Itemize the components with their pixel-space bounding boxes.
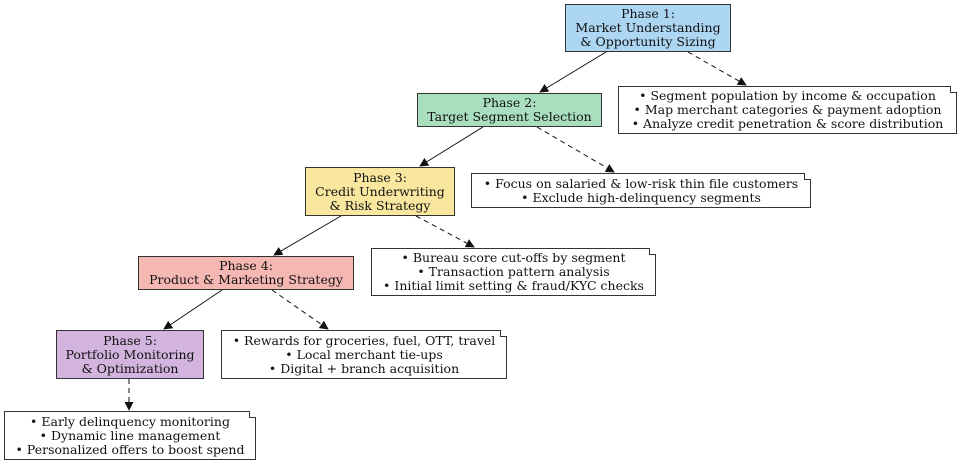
phase-4-node: Phase 4: Product & Marketing Strategy: [138, 256, 354, 290]
note-1-line-2: • Map merchant categories & payment adop…: [633, 102, 942, 117]
note-3-line-2: • Transaction pattern analysis: [417, 264, 610, 279]
note-2: • Focus on salaried & low-risk thin file…: [471, 173, 811, 208]
note-1-line-3: • Analyze credit penetration & score dis…: [631, 116, 944, 131]
arrow-phase4-to-phase5: [163, 289, 223, 330]
phase-2-line-1: Phase 2:: [482, 95, 537, 110]
arrow-phase1-to-note1: [687, 51, 747, 86]
arrow-phase3-to-note3: [415, 215, 475, 248]
note-5-line-2: • Dynamic line management: [39, 427, 221, 443]
phase-4-line-2: Product & Marketing Strategy: [149, 272, 343, 287]
phase-3-node: Phase 3: Credit Underwriting & Risk Stra…: [305, 167, 455, 216]
phase-3-line-2: Credit Underwriting: [315, 183, 445, 199]
phase-4-line-1: Phase 4:: [219, 258, 273, 273]
note-2-line-2: • Exclude high-delinquency segments: [521, 189, 761, 205]
phase-5-line-2: Portfolio Monitoring: [65, 346, 195, 362]
arrow-phase2-to-note2: [536, 126, 615, 173]
phase-2-line-2: Target Segment Selection: [427, 109, 592, 124]
note-3-line-3: • Initial limit setting & fraud/KYC chec…: [383, 278, 644, 293]
note-5-line-1: • Early delinquency monitoring: [30, 413, 230, 429]
phase-1-line-1: Phase 1:: [621, 6, 675, 21]
phase-1-node: Phase 1: Market Understanding & Opportun…: [565, 4, 731, 52]
note-4-line-2: • Local merchant tie-ups: [285, 346, 443, 362]
note-3-line-1: • Bureau score cut-offs by segment: [401, 250, 626, 265]
phase-1-line-2: Market Understanding: [575, 20, 721, 35]
phase-3-line-3: & Risk Strategy: [329, 197, 431, 213]
phase-5-line-3: & Optimization: [81, 360, 179, 376]
note-3: • Bureau score cut-offs by segment • Tra…: [371, 248, 656, 296]
note-2-line-1: • Focus on salaried & low-risk thin file…: [483, 175, 799, 191]
arrow-phase1-to-phase2: [539, 51, 607, 93]
phase-2-node: Phase 2: Target Segment Selection: [417, 93, 602, 127]
phase-1-line-3: & Opportunity Sizing: [580, 34, 716, 49]
arrow-phase2-to-phase3: [419, 126, 484, 167]
phase-3-line-1: Phase 3:: [353, 169, 407, 185]
note-1-line-1: • Segment population by income & occupat…: [639, 88, 936, 103]
note-4: • Rewards for groceries, fuel, OTT, trav…: [221, 330, 507, 379]
note-5-line-3: • Personalized offers to boost spend: [15, 441, 245, 457]
note-4-line-3: • Digital + branch acquisition: [268, 360, 460, 376]
arrow-phase3-to-phase4: [273, 215, 342, 256]
phase-5-node: Phase 5: Portfolio Monitoring & Optimiza…: [56, 330, 204, 379]
note-4-line-1: • Rewards for groceries, fuel, OTT, trav…: [232, 332, 496, 348]
arrow-phase4-to-note4: [271, 289, 329, 330]
note-1: • Segment population by income & occupat…: [618, 86, 957, 134]
note-5: • Early delinquency monitoring • Dynamic…: [4, 411, 256, 460]
phase-5-line-1: Phase 5:: [103, 332, 157, 348]
